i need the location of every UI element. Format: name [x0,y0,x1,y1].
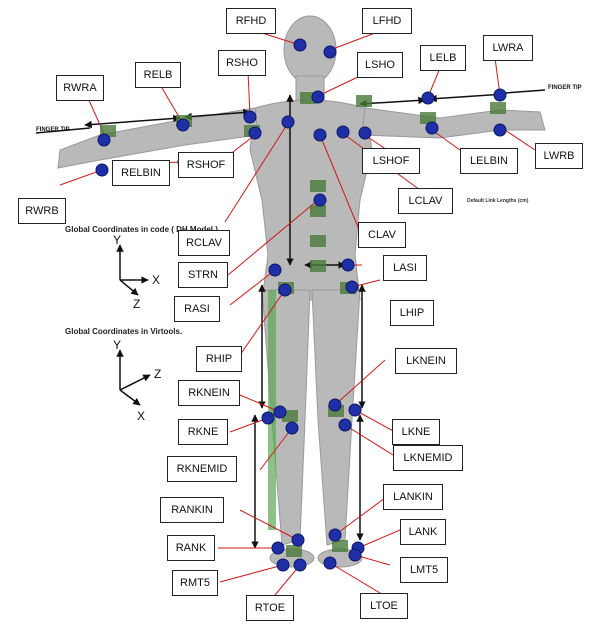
label-rhip: RHIP [196,346,242,372]
marker-rknein [274,406,286,418]
label-rclav: RCLAV [178,230,230,256]
label-lkne: LKNE [392,419,440,445]
label-lhip: LHIP [390,300,434,326]
label-rkne: RKNE [178,419,228,445]
label-lelbin: LELBIN [460,148,518,174]
marker-lsho [312,91,324,103]
label-relb: RELB [135,62,181,88]
marker-rankin [292,534,304,546]
label-rankin: RANKIN [160,497,224,523]
finger-tip-right: FINGER TIP [548,85,582,91]
label-relbin: RELBIN [112,160,170,186]
marker-strn [314,194,326,206]
label-lelb: LELB [420,45,466,71]
marker-ltoe [324,557,336,569]
label-ltoe: LTOE [360,593,408,619]
marker-rhip [279,284,291,296]
label-rwra: RWRA [56,75,104,101]
marker-rkne [262,412,274,424]
marker-lasi [342,259,354,271]
marker-lknein [329,399,341,411]
marker-lkne [349,404,361,416]
label-rwrb: RWRB [18,198,66,224]
marker-lwra [494,89,506,101]
vt-axis-z-label: Z [154,367,161,381]
label-lknemid: LKNEMID [393,445,463,471]
label-lshof: LSHOF [362,148,420,174]
label-lfhd: LFHD [362,8,412,34]
marker-lclav [337,126,349,138]
label-lclav: LCLAV [398,188,453,214]
marker-lknemid [339,419,351,431]
marker-rclav [282,116,294,128]
label-lsho: LSHO [357,52,403,78]
marker-lshof [359,127,371,139]
dh-axis-x-label: X [152,273,160,287]
dh-axis-y-label: Y [113,233,121,247]
marker-rfhd [294,39,306,51]
label-lknein: LKNEIN [395,348,457,374]
label-lankin: LANKIN [383,484,443,510]
virtools-axes [120,350,150,405]
label-lwra: LWRA [483,35,533,61]
link-length-legend-title: Default Link Lengths (cm) [467,198,528,204]
marker-lelb [422,92,434,104]
label-rknemid: RKNEMID [167,456,237,482]
label-rknein: RKNEIN [178,380,240,406]
virtools-title: Global Coordinates in Virtools. [65,327,182,336]
label-lwrb: LWRB [535,143,583,169]
label-rasi: RASI [174,296,220,322]
label-lank: LANK [400,519,446,545]
label-clav: CLAV [358,222,406,248]
marker-lfhd [324,46,336,58]
label-strn: STRN [178,262,228,288]
vt-axis-y-label: Y [113,338,121,352]
marker-rshof [249,127,261,139]
marker-rasi [269,264,281,276]
marker-rwra [98,134,110,146]
marker-rknemid [286,422,298,434]
marker-lhip [346,281,358,293]
marker-rtoe [294,559,306,571]
dh-axes [120,245,148,295]
vt-axis-x-label: X [137,409,145,423]
marker-lwrb [494,124,506,136]
label-rank: RANK [167,535,215,561]
marker-clav [314,129,326,141]
label-rsho: RSHO [218,50,266,76]
label-lasi: LASI [383,255,427,281]
marker-lankin [329,529,341,541]
marker-relb [177,119,189,131]
label-lmt5: LMT5 [400,557,448,583]
label-rtoe: RTOE [246,595,294,621]
finger-tip-left: FINGER TIP [36,127,70,133]
label-rfhd: RFHD [226,8,276,34]
marker-rmt5 [277,559,289,571]
label-rshof: RSHOF [178,152,234,178]
marker-rwrb [96,164,108,176]
marker-rsho [244,111,256,123]
marker-lelbin [426,122,438,134]
dh-axis-z-label: Z [133,297,140,311]
marker-lmt5 [349,549,361,561]
label-rmt5: RMT5 [172,570,218,596]
marker-rank [272,542,284,554]
